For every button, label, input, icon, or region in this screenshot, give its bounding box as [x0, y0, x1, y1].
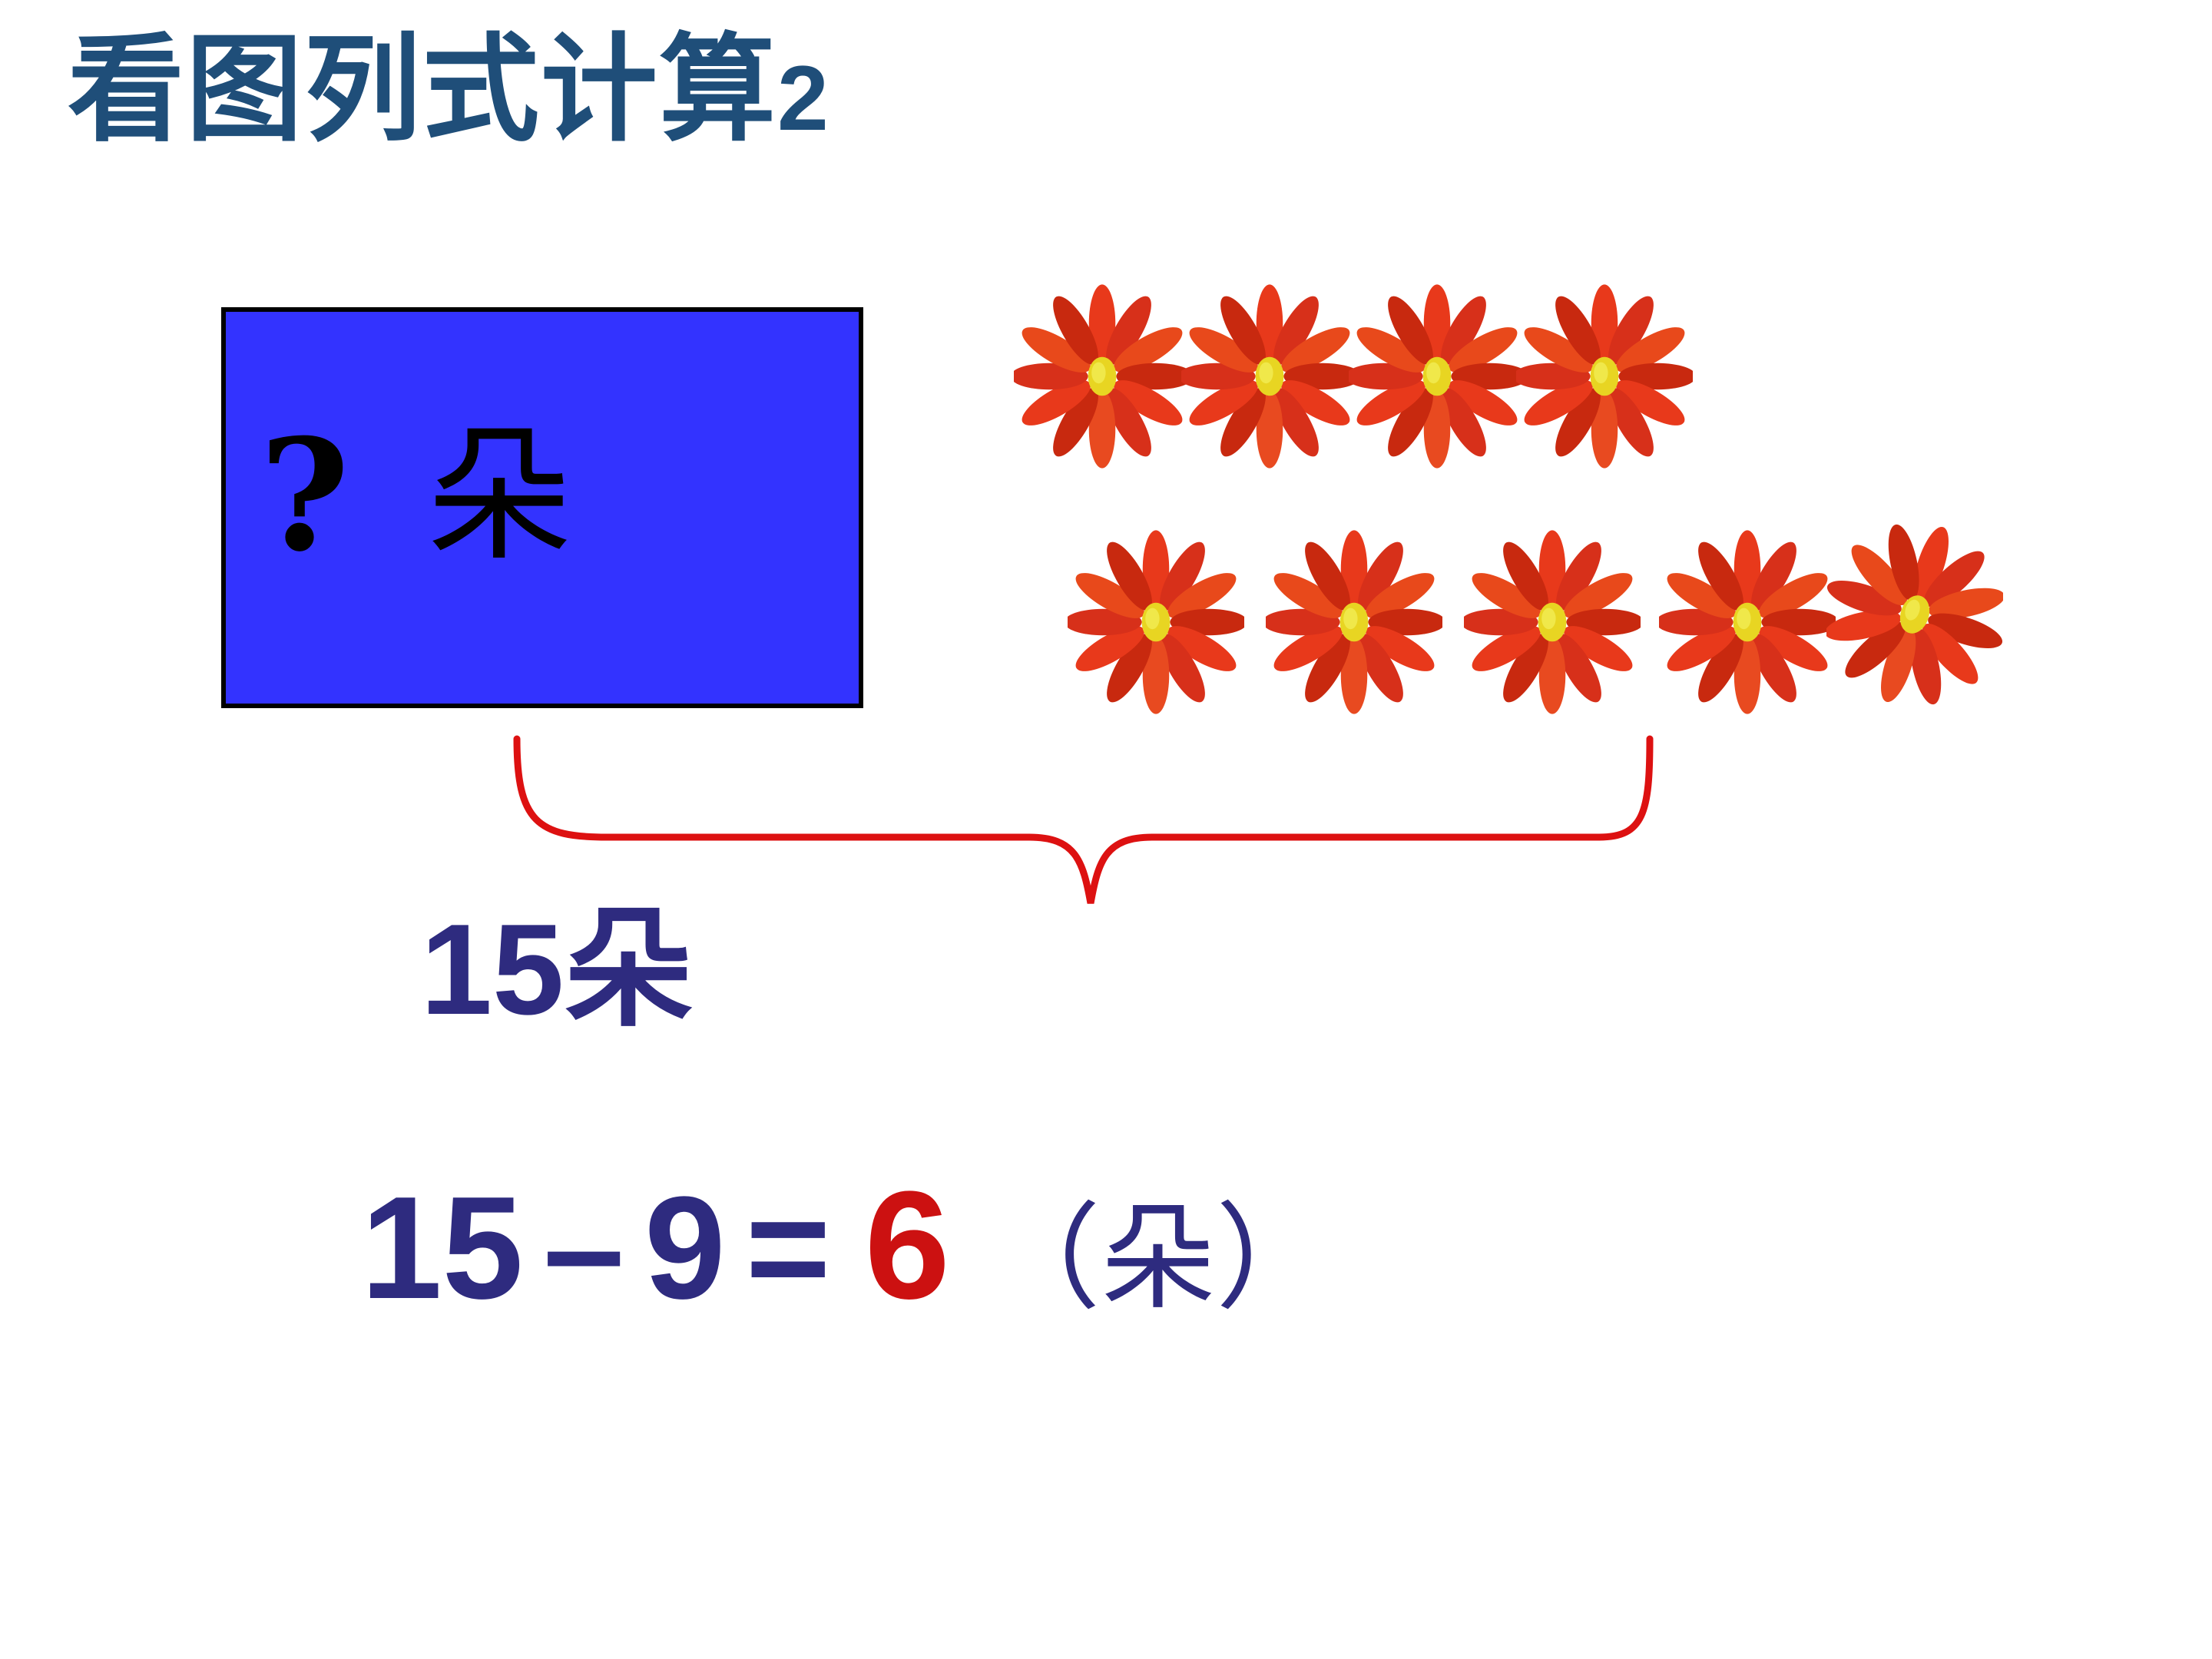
question-box: ?朵 — [221, 307, 863, 708]
equation-line: 15–9=6 （朵） — [361, 1161, 1743, 1330]
equation-answer: 6 — [864, 1160, 950, 1331]
total-count-inner: 15朵 — [421, 897, 694, 1041]
flower-icon — [1464, 530, 1641, 714]
page-title-text: 看图列式计算 — [68, 20, 777, 157]
total-count-unit: 朵 — [564, 894, 694, 1045]
question-box-content: ?朵 — [260, 419, 843, 611]
flower-icon — [1068, 530, 1244, 714]
question-box-unit-label: 朵 — [426, 411, 573, 581]
equation-minus-operator: – — [543, 1167, 625, 1330]
total-brace — [492, 722, 1674, 906]
total-count-number: 15 — [420, 897, 565, 1041]
page-title: 看图列式计算2 — [68, 28, 830, 151]
flower-icon — [1516, 284, 1693, 469]
flower-icon — [1659, 530, 1836, 714]
flower-icon — [1266, 530, 1442, 714]
equation-operand-2: 9 — [644, 1167, 726, 1330]
unknown-question-mark: ? — [260, 406, 350, 586]
equation-unit: （朵） — [985, 1192, 1331, 1326]
total-count-label: 15朵 — [0, 897, 2212, 1041]
equation-operand-1: 15 — [361, 1167, 524, 1330]
flower-icon — [1014, 284, 1190, 469]
equation-equals-sign: = — [745, 1167, 831, 1330]
page-title-number: 2 — [777, 47, 830, 150]
flower-icon — [1826, 522, 2003, 707]
flower-icon — [1349, 284, 1525, 469]
flower-icon — [1181, 284, 1358, 469]
